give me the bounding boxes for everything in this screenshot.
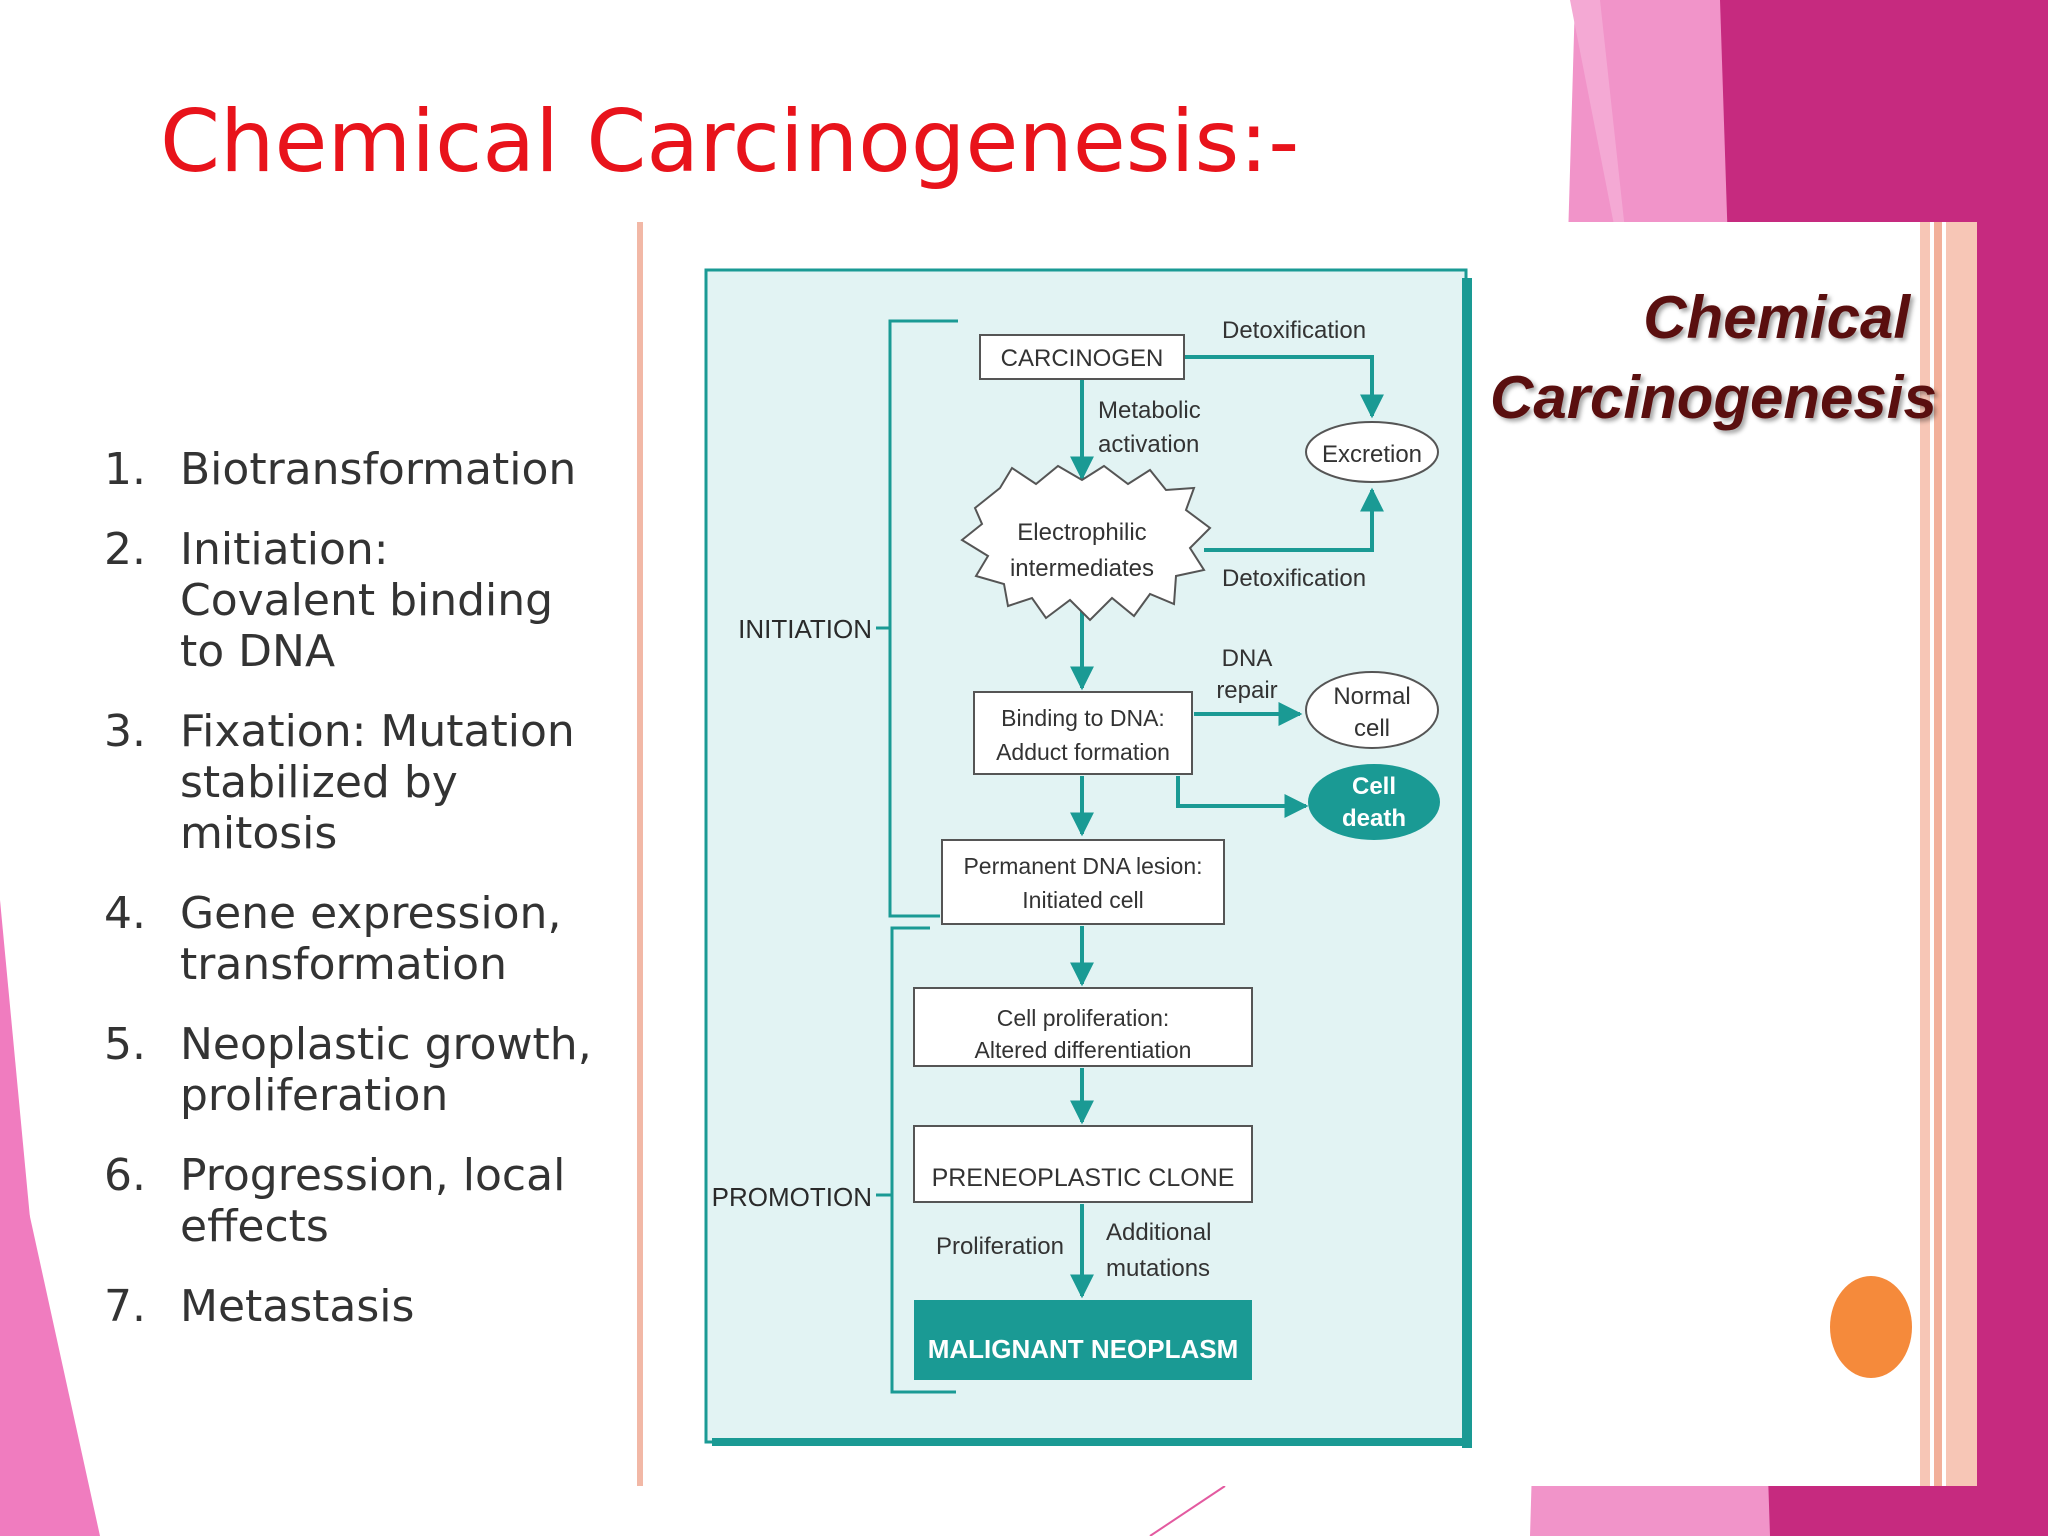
- arrow-carcinogen-detox: [1184, 355, 1384, 419]
- svg-text:Adduct formation: Adduct formation: [996, 739, 1170, 765]
- svg-text:intermediates: intermediates: [1010, 555, 1154, 582]
- detoxification-top-label: Detoxification: [1222, 317, 1366, 344]
- step-number: 2.: [104, 524, 146, 575]
- dna-repair-label-2: repair: [1216, 677, 1277, 704]
- step-text-line: stabilized by: [180, 757, 458, 808]
- svg-text:Binding to DNA:: Binding to DNA:: [1001, 705, 1165, 731]
- additional-mutations-label-2: mutations: [1106, 1255, 1210, 1282]
- detoxification-bottom-label: Detoxification: [1222, 565, 1366, 592]
- metabolic-activation-label-2: activation: [1098, 431, 1199, 458]
- binding-to-dna-box: Binding to DNA: Adduct formation: [973, 691, 1193, 775]
- carcinogen-box: CARCINOGEN: [979, 334, 1185, 380]
- figure-side-title-line-1: Chemical: [1643, 284, 1910, 351]
- step-text-line: transformation: [180, 939, 507, 990]
- initiation-bracket: [876, 319, 958, 918]
- cell-death-node: Cell death: [1308, 764, 1440, 840]
- step-text-line: to DNA: [180, 626, 336, 677]
- step-text-line: proliferation: [180, 1070, 449, 1121]
- permanent-dna-lesion-box: Permanent DNA lesion: Initiated cell: [941, 839, 1225, 925]
- promotion-bracket: [876, 926, 956, 1394]
- arrow-cell-death: [1176, 776, 1309, 818]
- step-text-line: Initiation:: [180, 524, 389, 575]
- svg-text:CARCINOGEN: CARCINOGEN: [1001, 345, 1164, 372]
- preneoplastic-clone-box: PRENEOPLASTIC CLONE: [913, 1125, 1253, 1203]
- promotion-label: PROMOTION: [712, 1182, 872, 1212]
- step-number: 7.: [104, 1281, 146, 1332]
- step-number: 6.: [104, 1150, 146, 1201]
- step-text-line: Neoplastic growth,: [180, 1019, 592, 1070]
- step-number: 4.: [104, 888, 146, 939]
- additional-mutations-label-1: Additional: [1106, 1219, 1211, 1246]
- diagram-panel-shadow: [1462, 278, 1472, 1448]
- electrophilic-intermediates-node: Electrophilic intermediates: [960, 464, 1212, 622]
- step-text-line: mitosis: [180, 808, 338, 859]
- step-text-line: Gene expression,: [180, 888, 562, 939]
- svg-text:Cell proliferation:: Cell proliferation:: [997, 1005, 1170, 1031]
- svg-text:Permanent DNA lesion:: Permanent DNA lesion:: [963, 853, 1202, 879]
- arrow-electrophilic-detox: [1204, 487, 1384, 552]
- svg-text:PRENEOPLASTIC CLONE: PRENEOPLASTIC CLONE: [932, 1164, 1235, 1192]
- malignant-neoplasm-box: MALIGNANT NEOPLASM: [914, 1300, 1252, 1380]
- svg-text:MALIGNANT NEOPLASM: MALIGNANT NEOPLASM: [928, 1334, 1239, 1364]
- dna-repair-label-1: DNA: [1222, 645, 1273, 672]
- proliferation-label: Proliferation: [936, 1233, 1064, 1260]
- metabolic-activation-label-1: Metabolic: [1098, 397, 1201, 424]
- figure-side-title: Chemical Carcinogenesis: [1490, 278, 1937, 438]
- svg-text:Normal: Normal: [1333, 683, 1410, 710]
- initiation-label: INITIATION: [738, 614, 872, 644]
- svg-text:Cell: Cell: [1352, 773, 1396, 800]
- step-text-line: Covalent binding: [180, 575, 554, 626]
- step-item: 4. Gene expression,transformation: [104, 888, 624, 990]
- svg-text:Electrophilic: Electrophilic: [1017, 519, 1146, 546]
- orange-bullet-decor: [1830, 1276, 1912, 1378]
- step-item: 7. Metastasis: [104, 1281, 624, 1332]
- excretion-node: Excretion: [1305, 421, 1439, 483]
- slide-title: Chemical Carcinogenesis:-: [160, 92, 1300, 192]
- figure-side-title-line-2: Carcinogenesis: [1490, 364, 1937, 431]
- step-number: 1.: [104, 444, 146, 495]
- step-text-line: Fixation: Mutation: [180, 706, 575, 757]
- step-item: 1. Biotransformation: [104, 444, 624, 495]
- step-text-line: effects: [180, 1201, 329, 1252]
- step-number: 5.: [104, 1019, 146, 1070]
- svg-text:Excretion: Excretion: [1322, 441, 1422, 468]
- steps-list: 1. Biotransformation 2. Initiation:Covalent…: [104, 444, 624, 1361]
- svg-text:death: death: [1342, 805, 1406, 832]
- step-number: 3.: [104, 706, 146, 757]
- step-text-line: Metastasis: [180, 1281, 415, 1332]
- normal-cell-node: Normal cell: [1305, 671, 1439, 749]
- svg-text:cell: cell: [1354, 715, 1390, 742]
- step-text-line: Progression, local: [180, 1150, 566, 1201]
- svg-text:Initiated cell: Initiated cell: [1022, 887, 1143, 913]
- cell-proliferation-box: Cell proliferation: Altered differentiat…: [913, 987, 1253, 1067]
- svg-text:Altered differentiation: Altered differentiation: [975, 1037, 1192, 1063]
- step-text-line: Biotransformation: [180, 444, 577, 495]
- step-item: 5. Neoplastic growth,proliferation: [104, 1019, 624, 1121]
